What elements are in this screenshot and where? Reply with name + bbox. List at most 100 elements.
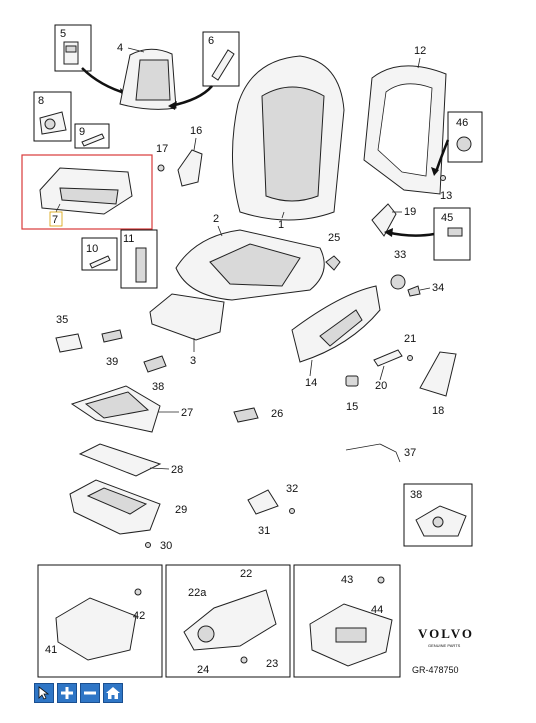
- callout-45[interactable]: 45: [441, 212, 453, 224]
- part-35-group[interactable]: 35: [55, 314, 83, 353]
- part-8-motor-hub: [44, 118, 56, 130]
- part-2-group[interactable]: 2: [175, 213, 325, 301]
- part-43-box-group[interactable]: 43 44: [293, 564, 401, 678]
- part-15-group[interactable]: 15: [345, 375, 359, 413]
- callout-14[interactable]: 14: [305, 377, 317, 389]
- part-33-group[interactable]: 33: [390, 249, 406, 290]
- part-10-group[interactable]: 10: [81, 237, 118, 271]
- home-button[interactable]: [103, 683, 123, 703]
- callout-19[interactable]: 19: [404, 206, 416, 218]
- callout-5[interactable]: 5: [60, 28, 66, 40]
- callout-21[interactable]: 21: [404, 333, 416, 345]
- callout-3[interactable]: 3: [190, 355, 196, 367]
- part-9-group[interactable]: 9: [74, 123, 110, 149]
- part-28-group[interactable]: 28: [78, 443, 183, 477]
- callout-10[interactable]: 10: [86, 243, 98, 255]
- part-46-group[interactable]: 46: [447, 111, 483, 163]
- callout-39[interactable]: 39: [106, 356, 118, 368]
- callout-22[interactable]: 22: [240, 568, 252, 580]
- callout-2[interactable]: 2: [213, 213, 219, 225]
- callout-20[interactable]: 20: [375, 380, 387, 392]
- callout-15[interactable]: 15: [346, 401, 358, 413]
- callout-7[interactable]: 7: [52, 214, 58, 226]
- callout-17[interactable]: 17: [156, 143, 168, 155]
- callout-23[interactable]: 23: [266, 658, 278, 670]
- callout-24[interactable]: 24: [197, 664, 209, 676]
- part-38-box-group[interactable]: 38: [403, 483, 473, 547]
- zoom-in-icon: [61, 687, 73, 699]
- part-13-group[interactable]: 13: [440, 175, 452, 203]
- callout-1[interactable]: 1: [278, 219, 284, 231]
- callout-38-box[interactable]: 38: [410, 489, 422, 501]
- callout-38-small[interactable]: 38: [152, 381, 164, 393]
- part-32-group[interactable]: 32: [286, 483, 298, 514]
- part-39-group[interactable]: 39: [101, 329, 123, 368]
- callout-28[interactable]: 28: [171, 464, 183, 476]
- part-3-group[interactable]: 3: [149, 293, 225, 367]
- part-28-pad: [78, 443, 162, 477]
- callout-6[interactable]: 6: [208, 35, 214, 47]
- pointer-button[interactable]: [34, 683, 54, 703]
- part-41-box-group[interactable]: 41 42: [37, 564, 163, 678]
- callout-16[interactable]: 16: [190, 125, 202, 137]
- callout-46[interactable]: 46: [456, 117, 468, 129]
- part-38-clip: [143, 355, 167, 373]
- part-32-screw: [289, 508, 295, 514]
- callout-22a[interactable]: 22a: [188, 587, 207, 599]
- callout-25[interactable]: 25: [328, 232, 340, 244]
- callout-26[interactable]: 26: [271, 408, 283, 420]
- callout-11[interactable]: 11: [123, 233, 134, 245]
- part-7-group[interactable]: 7: [21, 154, 153, 230]
- callout-18[interactable]: 18: [432, 405, 444, 417]
- part-17-group[interactable]: 17: [156, 143, 168, 172]
- zoom-in-button[interactable]: [57, 683, 77, 703]
- part-38-small-group[interactable]: 38: [143, 355, 167, 393]
- part-5-group[interactable]: 5: [54, 24, 92, 72]
- callout-32[interactable]: 32: [286, 483, 298, 495]
- callout-8[interactable]: 8: [38, 95, 44, 107]
- part-14-group[interactable]: 14: [291, 285, 381, 389]
- part-29-group[interactable]: 29: [69, 479, 187, 535]
- callout-42[interactable]: 42: [133, 610, 145, 622]
- part-4-group[interactable]: 4: [117, 42, 177, 110]
- callout-30[interactable]: 30: [160, 540, 172, 552]
- part-26-group[interactable]: 26: [233, 407, 283, 423]
- part-11-group[interactable]: 11: [120, 229, 158, 289]
- callout-29[interactable]: 29: [175, 504, 187, 516]
- callout-44[interactable]: 44: [371, 604, 383, 616]
- part-1-group[interactable]: 1: [231, 55, 345, 231]
- part-18-group[interactable]: 18: [419, 351, 457, 417]
- part-31-group[interactable]: 31: [247, 489, 279, 537]
- callout-27[interactable]: 27: [181, 407, 193, 419]
- callout-37[interactable]: 37: [404, 447, 416, 459]
- part-8-group[interactable]: 8: [33, 91, 72, 142]
- part-20-group[interactable]: 20: [373, 349, 403, 392]
- lead-1: [281, 211, 285, 219]
- part-22-box-group[interactable]: 22 22a 23 24: [165, 564, 291, 678]
- part-6-group[interactable]: 6: [202, 31, 240, 87]
- callout-43[interactable]: 43: [341, 574, 353, 586]
- part-30-group[interactable]: 30: [145, 540, 173, 552]
- callout-34[interactable]: 34: [432, 282, 444, 294]
- part-19-group[interactable]: 19: [371, 203, 416, 237]
- callout-4[interactable]: 4: [117, 42, 123, 54]
- callout-31[interactable]: 31: [258, 525, 270, 537]
- part-21-group[interactable]: 21: [404, 333, 416, 361]
- callout-12[interactable]: 12: [414, 45, 426, 57]
- part-34-group[interactable]: 34: [407, 282, 444, 297]
- zoom-out-button[interactable]: [80, 683, 100, 703]
- part-12-group[interactable]: 12: [363, 45, 447, 195]
- callout-35[interactable]: 35: [56, 314, 68, 326]
- callout-33[interactable]: 33: [394, 249, 406, 261]
- part-18-trim: [419, 351, 457, 397]
- part-37-group[interactable]: 37: [345, 443, 416, 463]
- callout-41[interactable]: 41: [45, 644, 57, 656]
- part-45-group[interactable]: 45: [433, 207, 471, 261]
- part-27-inner: [84, 391, 150, 419]
- volvo-logo: VOLVO: [418, 626, 474, 641]
- part-27-group[interactable]: 27: [70, 385, 193, 433]
- part-16-group[interactable]: 16: [177, 125, 203, 187]
- callout-9[interactable]: 9: [79, 126, 85, 138]
- part-25-group[interactable]: 25: [325, 232, 341, 271]
- callout-13[interactable]: 13: [440, 190, 452, 202]
